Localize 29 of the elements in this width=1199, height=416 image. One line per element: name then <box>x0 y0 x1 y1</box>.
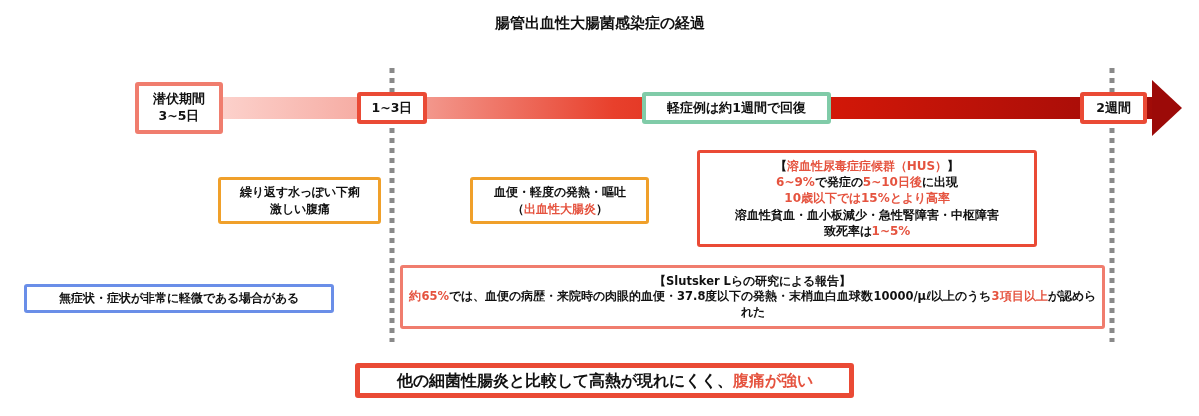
box-text: 約65%では、血便の病歴・来院時の肉眼的血便・37.8度以下の発熱・末梢血白血球数10000/μℓ以上のうち3項目以上が認められた <box>409 289 1096 321</box>
study-box <box>400 265 1105 329</box>
box-text: 【溶血性尿毒症症候群（HUS）】 <box>774 158 960 175</box>
box-text: 1~3日 <box>371 99 413 117</box>
box-text: 溶血性貧血・血小板減少・急性腎障害・中枢障害 <box>735 206 999 223</box>
box-text: （出血性大腸炎） <box>511 200 608 217</box>
symptom-box <box>470 177 649 224</box>
stage-box <box>642 92 831 124</box>
complication-box <box>697 150 1037 247</box>
box-text: 3~5日 <box>158 108 200 125</box>
box-text: 潜伏期間 <box>153 91 205 108</box>
box-text: 繰り返す水っぽい下痢 <box>239 184 360 201</box>
box-text: 軽症例は約1週間で回復 <box>667 99 806 117</box>
stage-box <box>135 82 223 134</box>
box-text: 2週間 <box>1096 99 1131 117</box>
diagram-title: 腸管出血性大腸菌感染症の経過 <box>493 14 706 33</box>
stage-box <box>357 92 427 124</box>
stage-box <box>1080 92 1147 124</box>
summary-box <box>355 363 854 398</box>
box-text: 血便・軽度の発熱・嘔吐 <box>493 184 626 201</box>
symptom-box <box>218 177 381 224</box>
box-text: 無症状・症状が非常に軽微である場合がある <box>59 290 299 307</box>
box-text: 【Slutsker Lらの研究による報告】 <box>654 273 851 289</box>
box-text: 10歳以下では15%とより高率 <box>784 190 950 207</box>
note-box <box>24 284 334 313</box>
box-text: 6~9%で発症の5~10日後に出現 <box>776 174 958 191</box>
box-text: 他の細菌性腸炎と比較して高熱が現れにくく、腹痛が強い <box>396 369 813 392</box>
box-text: 激しい腹痛 <box>269 200 330 217</box>
box-text: 致死率は1~5% <box>823 222 911 239</box>
